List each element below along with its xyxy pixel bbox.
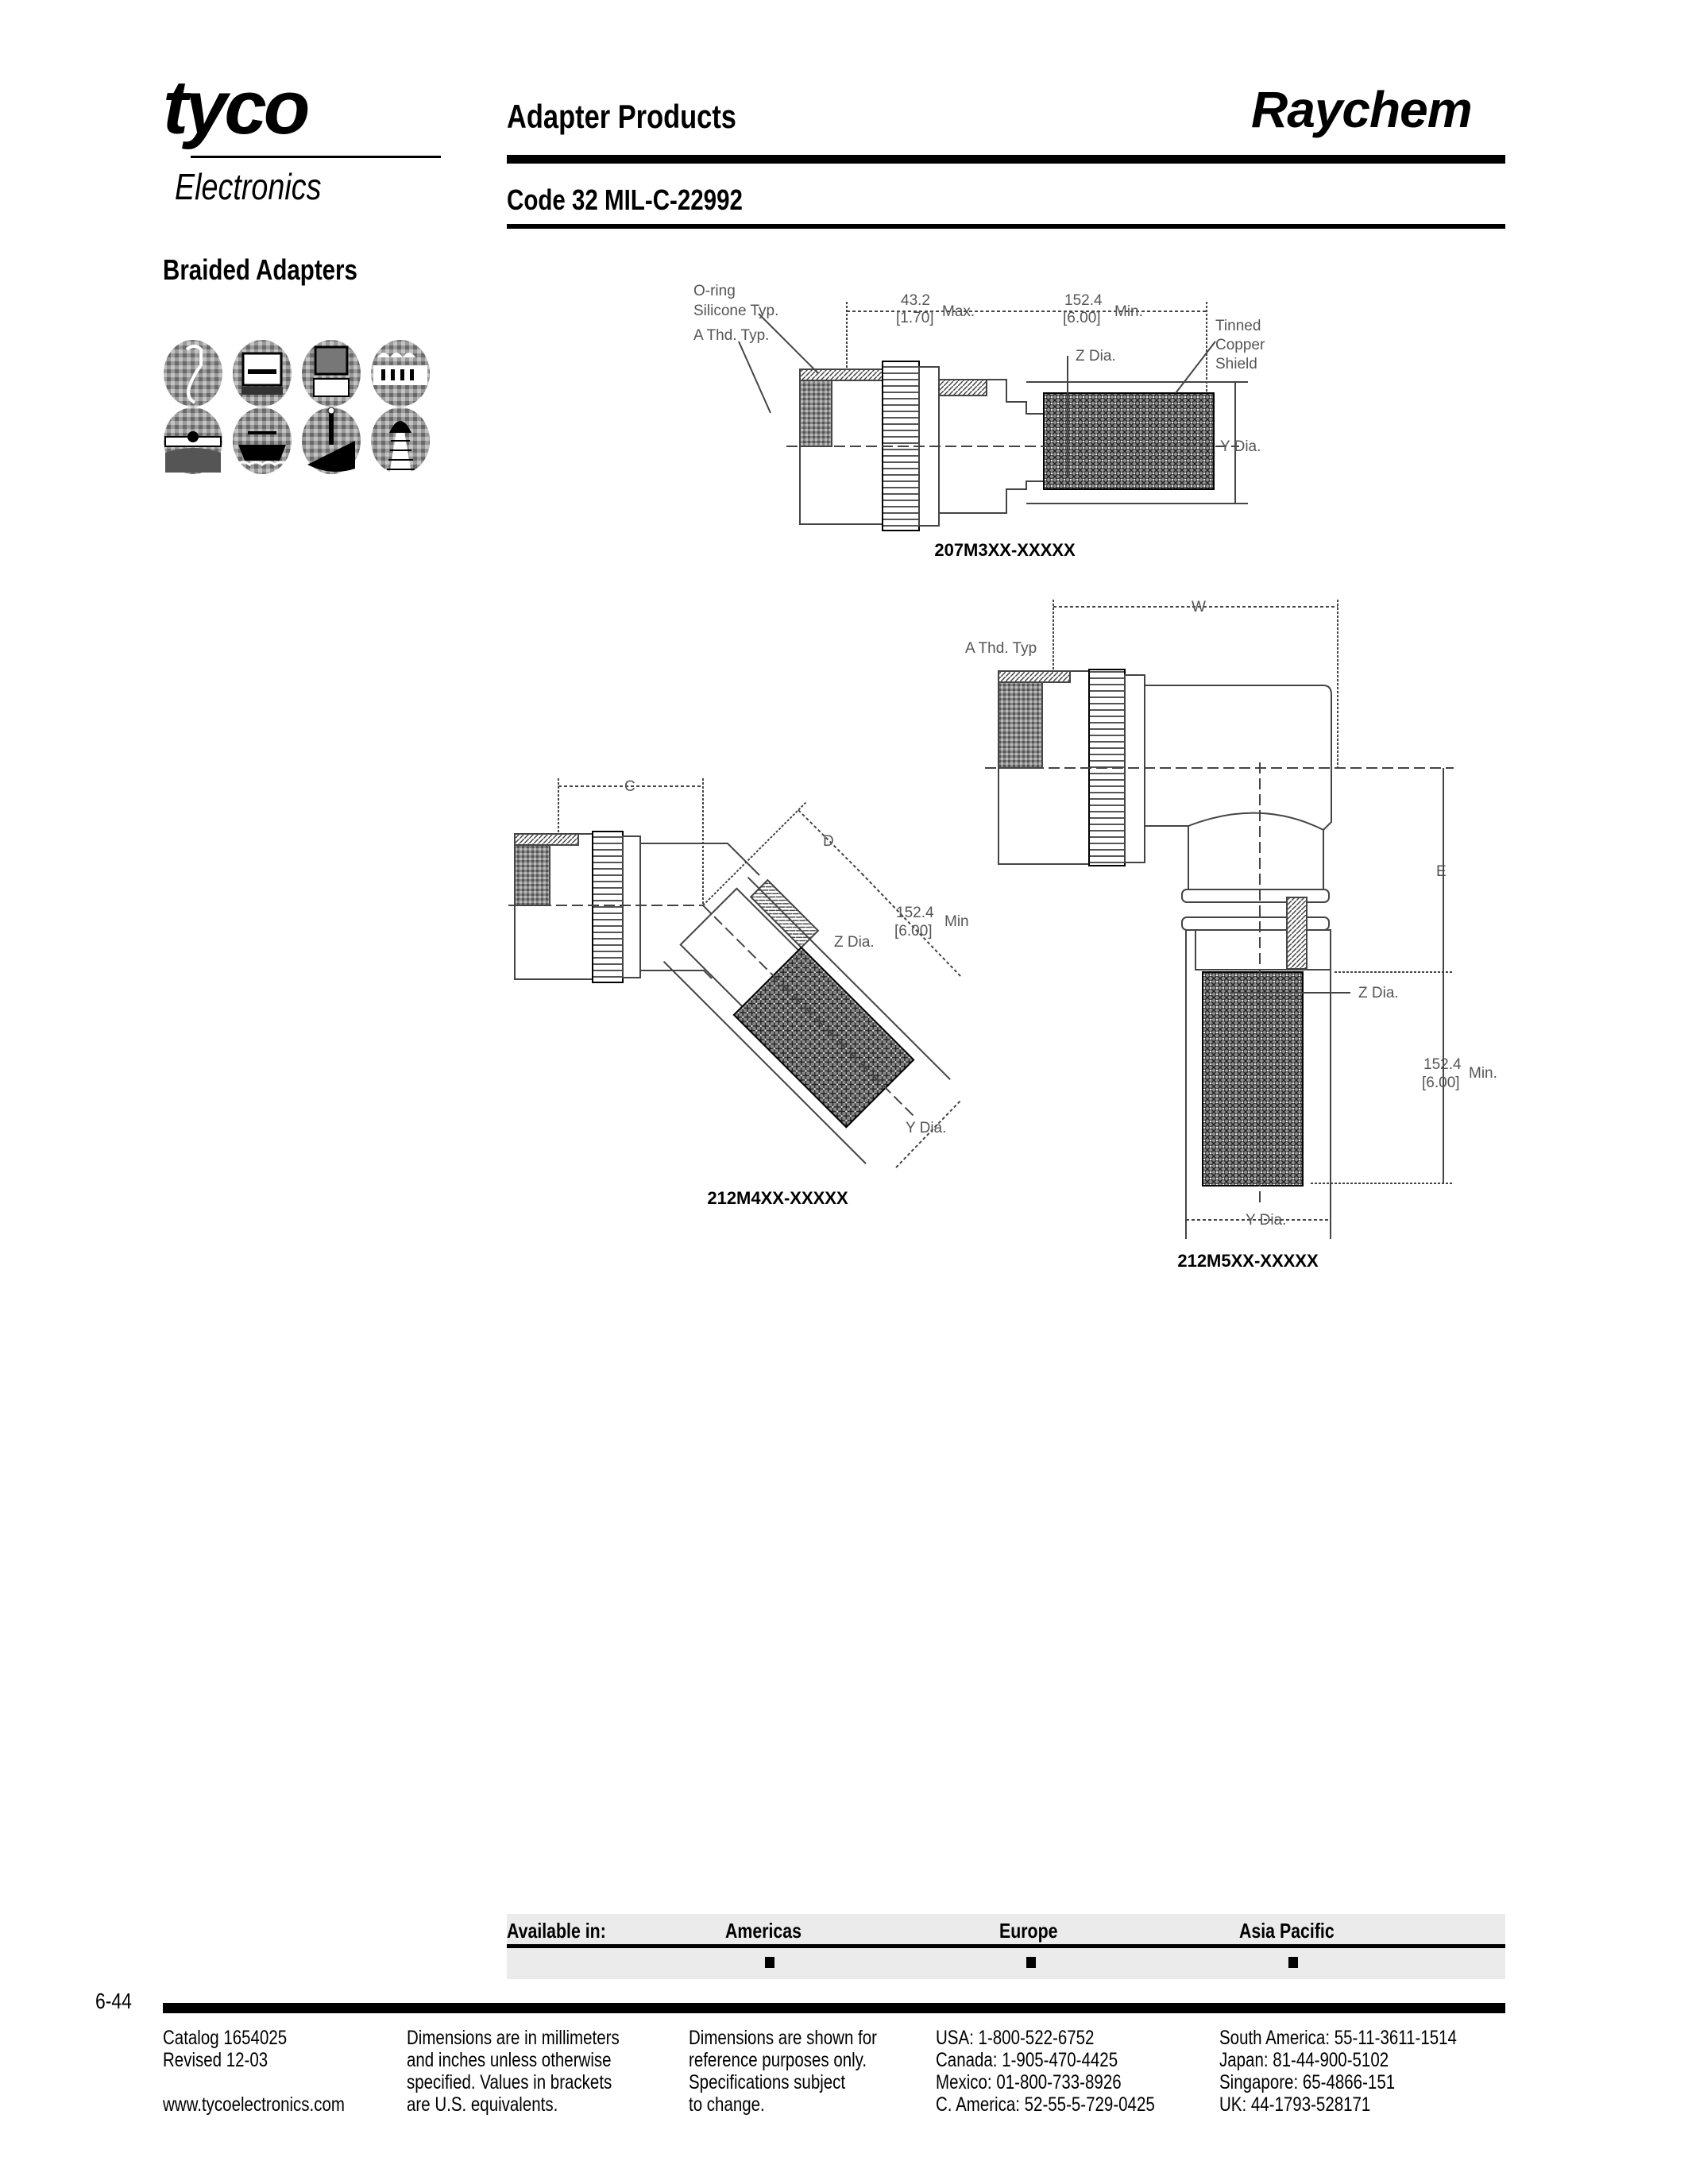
subtitle-rule (507, 224, 1505, 229)
label-z-dia: Z Dia. (1076, 348, 1116, 365)
footer-reference-note: Dimensions are shown for reference purpo… (689, 2027, 918, 2116)
label-tinned: Tinned (1215, 318, 1261, 334)
medical-icon (164, 340, 222, 407)
label-w: W (1192, 599, 1206, 615)
electronics-logo-text: Electronics (175, 166, 322, 207)
page-number: 6-44 (95, 1990, 140, 2012)
phone-usa: USA: 1-800-522-6752 (936, 2027, 1095, 2049)
aerospace-icon (164, 407, 222, 474)
label-oring: O-ring (693, 283, 736, 299)
label-copper: Copper (1215, 337, 1265, 353)
dim-max-mm: 43.2 (901, 292, 930, 309)
raychem-logo: Raychem (1251, 81, 1473, 138)
footer-catalog: Catalog 1654025 Revised 12-03 www.tycoel… (163, 2027, 384, 2116)
drawing-207M3 (738, 302, 1248, 531)
website-link[interactable]: www.tycoelectronics.com (163, 2093, 345, 2116)
footer-rule (163, 2003, 1505, 2013)
phone-c-america: C. America: 52-55-5-729-0425 (936, 2093, 1155, 2116)
region-europe-text: Europe (999, 1919, 1058, 1943)
caption-212M4: 212M4XX-XXXXX (707, 1188, 848, 1208)
dim-45-in: [6.00] (894, 923, 933, 940)
availability-label: Available in: (507, 1920, 628, 1941)
label-e: E (1436, 863, 1447, 880)
dim-45-suffix: Min (944, 913, 969, 930)
spacer (163, 2071, 345, 2093)
label-y-dia: Y Dia. (1220, 438, 1261, 455)
label-z-dia-90: Z Dia. (1358, 985, 1399, 1001)
dim-45-mm: 152.4 (896, 905, 934, 921)
electronics-logo: Electronics (175, 168, 353, 205)
available-marker-europe (1026, 1957, 1036, 1968)
region-americas: Americas (725, 1920, 818, 1941)
label-shield: Shield (1215, 356, 1257, 372)
revision: Revised 12-03 (163, 2049, 268, 2071)
rail-icon (371, 407, 430, 474)
footer-dimensions-note: Dimensions are in millimeters and inches… (407, 2027, 666, 2116)
footer-text: reference purposes only. (689, 2049, 867, 2071)
caption-212M5: 212M5XX-XXXXX (1177, 1251, 1319, 1271)
drawing-212M5 (985, 600, 1454, 1239)
region-europe: Europe (999, 1920, 1071, 1941)
footer-text: and inches unless otherwise (407, 2049, 612, 2071)
label-z-dia-45: Z Dia. (834, 934, 875, 951)
dim-90-in: [6.00] (1422, 1075, 1460, 1091)
phone-uk: UK: 44-1793-528171 (1219, 2093, 1371, 2116)
footer-text: Dimensions are shown for (689, 2027, 877, 2049)
computer-icon (302, 340, 361, 407)
label-y-dia-90: Y Dia. (1246, 1212, 1286, 1229)
label-c: C (624, 778, 635, 795)
page-subtitle: Code 32 MIL-C-22992 (507, 186, 794, 214)
catalog-number: Catalog 1654025 (163, 2027, 288, 2049)
availability-label-text: Available in: (507, 1919, 606, 1943)
footer-text: to change. (689, 2093, 765, 2116)
label-y-dia-45: Y Dia. (906, 1120, 946, 1136)
available-marker-asia-pacific (1288, 1957, 1298, 1968)
footer-phones-americas: USA: 1-800-522-6752 Canada: 1-905-470-44… (936, 2027, 1203, 2116)
industrial-icon (371, 340, 430, 407)
phone-mexico: Mexico: 01-800-733-8926 (936, 2071, 1122, 2093)
available-marker-americas (765, 1957, 774, 1968)
region-asia-pacific: Asia Pacific (1239, 1920, 1355, 1941)
region-asia-pacific-text: Asia Pacific (1239, 1919, 1335, 1943)
footer-text: Specifications subject (689, 2071, 846, 2093)
tyco-logo: tyco (163, 65, 310, 150)
dim-90-mm: 152.4 (1423, 1056, 1462, 1073)
footer-text: are U.S. equivalents. (407, 2093, 558, 2116)
phone-south-america: South America: 55-11-3611-1514 (1219, 2027, 1457, 2049)
page-title-text: Adapter Products (507, 98, 736, 135)
region-americas-text: Americas (725, 1919, 802, 1943)
dim-min-mm: 152.4 (1064, 292, 1103, 309)
page-number-text: 6-44 (95, 1989, 132, 2013)
label-a-thread-90: A Thd. Typ (965, 640, 1037, 657)
caption-207M3: 207M3XX-XXXXX (934, 540, 1076, 560)
dim-min-in: [6.00] (1063, 310, 1101, 326)
label-silicone: Silicone Typ. (693, 303, 778, 319)
page-subtitle-text: Code 32 MIL-C-22992 (507, 183, 743, 216)
phone-canada: Canada: 1-905-470-4425 (936, 2049, 1118, 2071)
availability-rule (507, 1944, 1505, 1948)
dim-max-suffix: Max. (942, 303, 975, 320)
page-title: Adapter Products (507, 100, 786, 133)
footer-phones-intl: South America: 55-11-3611-1514 Japan: 81… (1219, 2027, 1509, 2116)
market-icons (164, 340, 430, 474)
marine-icon (233, 407, 292, 474)
section-title-text: Braided Adapters (163, 253, 357, 286)
logo-divider (191, 156, 441, 158)
footer-text: Dimensions are in millimeters (407, 2027, 620, 2049)
dim-90-suffix: Min. (1469, 1065, 1497, 1082)
section-title: Braided Adapters (163, 256, 400, 284)
phone-singapore: Singapore: 65-4866-151 (1219, 2071, 1396, 2093)
label-a-thread: A Thd. Typ. (693, 327, 769, 344)
header-rule (507, 155, 1505, 164)
drawing-212M4 (508, 778, 962, 1168)
automotive-icon (233, 340, 292, 407)
technical-drawings: O-ring Silicone Typ. A Thd. Typ. 43.2 [1… (508, 283, 1497, 1271)
dim-max-in: [1.70] (896, 310, 934, 326)
footer-text: specified. Values in brackets (407, 2071, 612, 2093)
label-d: D (823, 833, 834, 850)
military-icon (302, 407, 361, 474)
dim-min-suffix: Min. (1114, 303, 1143, 320)
phone-japan: Japan: 81-44-900-5102 (1219, 2049, 1389, 2071)
